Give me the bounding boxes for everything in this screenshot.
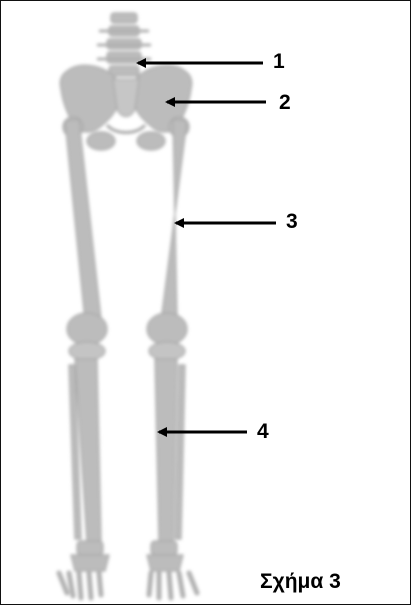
femur-right [147, 117, 189, 345]
lower-leg-left [69, 359, 101, 543]
label-1: 1 [273, 51, 285, 72]
foot-left [59, 541, 109, 598]
lumbar-spine [97, 13, 151, 76]
femur-left [63, 117, 107, 345]
label-3: 3 [286, 211, 298, 232]
lower-leg-right [155, 359, 185, 543]
foot-right [147, 541, 197, 598]
label-2: 2 [279, 92, 291, 113]
label-4: 4 [257, 421, 269, 442]
figure-caption: Σχήμα 3 [260, 571, 341, 592]
